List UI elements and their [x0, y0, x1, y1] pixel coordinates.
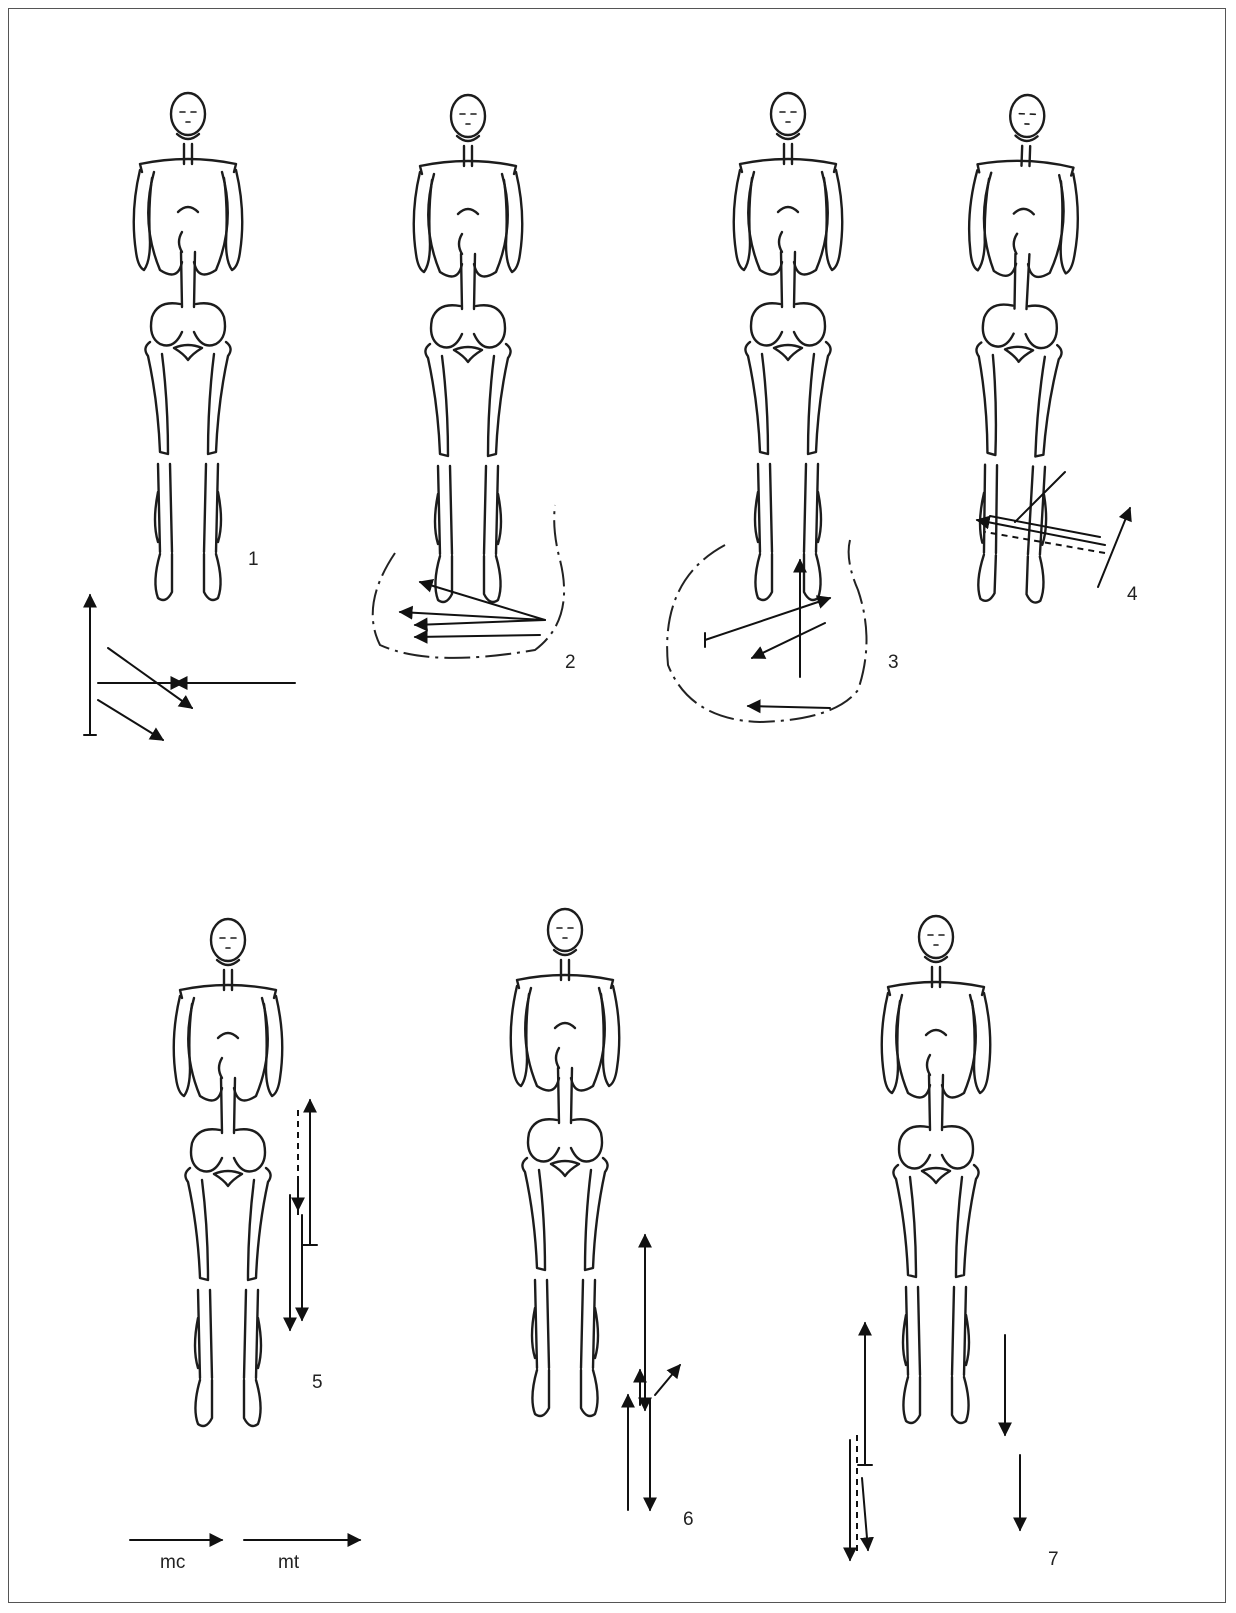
panel-label-6: 6 — [683, 1509, 694, 1530]
force-vectors-2 — [400, 582, 545, 637]
skeleton-5 — [174, 919, 283, 1426]
skeleton-1 — [134, 93, 243, 600]
panel-7: 7 — [850, 916, 1059, 1570]
force-vectors-3 — [705, 560, 830, 708]
panel-1: 1 — [84, 93, 295, 740]
panel-4: 4 — [956, 93, 1138, 605]
force-vectors-1 — [84, 595, 295, 740]
foot-outline-3 — [667, 540, 866, 722]
panel-label-3: 3 — [888, 652, 899, 673]
vector-legend: mc mt — [130, 1540, 360, 1573]
panel-label-5: 5 — [312, 1372, 323, 1393]
panel-label-1: 1 — [248, 549, 259, 570]
panel-3: 3 — [667, 93, 898, 722]
panel-2: 2 — [373, 95, 576, 673]
panel-5: 5 — [174, 919, 323, 1426]
force-vectors-7 — [850, 1323, 1020, 1560]
panel-6: 6 — [511, 909, 694, 1530]
panel-label-4: 4 — [1127, 584, 1138, 605]
force-vectors-5 — [290, 1100, 317, 1330]
skeleton-4 — [956, 93, 1082, 603]
legend-mc-label: mc — [160, 1552, 185, 1573]
force-vectors-4 — [977, 472, 1130, 587]
panel-label-7: 7 — [1048, 1549, 1059, 1570]
force-vectors-6 — [628, 1235, 680, 1510]
skeleton-7 — [882, 916, 991, 1423]
skeleton-2 — [414, 95, 523, 602]
panel-label-2: 2 — [565, 652, 576, 673]
skeleton-3 — [734, 93, 843, 600]
skeleton-6 — [511, 909, 620, 1416]
legend-mt-label: mt — [278, 1552, 300, 1573]
